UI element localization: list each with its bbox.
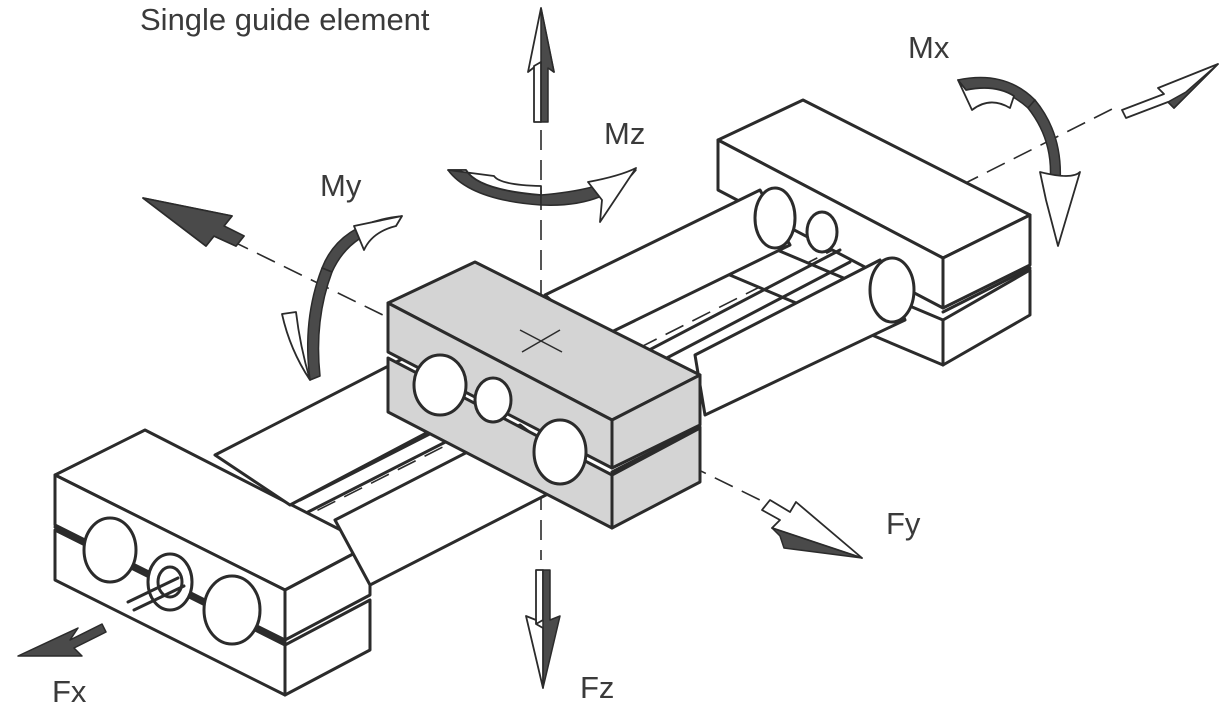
- back-block-seam: [941, 266, 1032, 314]
- front-block-bore-left: [82, 516, 138, 584]
- fx-arrow-head: [17, 623, 107, 657]
- fx-back-arrow: [1121, 63, 1219, 119]
- fx-back-arrow-shade: [1167, 63, 1219, 109]
- carriage-bore-upper: [412, 353, 468, 417]
- front-block-bore-right: [202, 574, 262, 646]
- front-shaft-stub-bottom: [132, 584, 186, 612]
- moment-arrows: [281, 76, 1081, 381]
- fz-up-arrow-shaft: [533, 61, 542, 123]
- fy-front-arrow: [761, 499, 863, 559]
- fx-label: Fx: [52, 674, 87, 706]
- mx-label: Mx: [908, 30, 950, 65]
- back-rods: [543, 186, 916, 417]
- back-shaft-ring: [805, 210, 839, 254]
- mx-arrow-upper-tip: [957, 79, 1015, 111]
- front-block-lower-side: [283, 598, 372, 697]
- mz-label: Mz: [604, 116, 646, 151]
- force-arrows: [17, 7, 1219, 689]
- mx-arrow-lower-tip: [1039, 171, 1081, 247]
- back-shaft-upper: [628, 248, 842, 362]
- back-block-lower-side: [941, 268, 1032, 367]
- back-lower-rod-end: [868, 256, 916, 324]
- my-arrow-lower: [306, 267, 333, 381]
- center-mark-b: [521, 329, 561, 353]
- my-label: My: [320, 168, 362, 203]
- mz-arrow-right: [540, 169, 637, 206]
- back-lower-rod: [693, 258, 907, 417]
- front-shaft-stub-top: [126, 576, 180, 604]
- carriage-seam: [610, 425, 702, 474]
- fz-down-arrow-head-open: [525, 615, 544, 689]
- back-upper-rod-end: [753, 186, 797, 250]
- my-arrow-upper-tip: [353, 215, 403, 251]
- fz-down-arrow-shaft: [535, 569, 544, 625]
- fz-down-arrow-head: [542, 569, 561, 689]
- front-block-side: [283, 543, 372, 642]
- back-block-side: [941, 213, 1032, 310]
- fy-back-arrow-shade: [142, 197, 245, 247]
- fy-label: Fy: [886, 506, 921, 541]
- my-arrow-lower-tip: [281, 311, 311, 381]
- carriage-side: [610, 373, 702, 470]
- back-shaft-lower: [638, 260, 852, 374]
- front-end-block: [53, 428, 372, 697]
- fz-label: Fz: [580, 670, 615, 705]
- diagram-title: Single guide element: [140, 2, 430, 37]
- carriage-bore-lower: [532, 418, 588, 486]
- carriage-bore-shaft: [473, 376, 513, 424]
- carriage: [386, 260, 702, 530]
- mz-arrow-right-tip: [587, 167, 637, 223]
- fz-up-arrow-shade: [540, 7, 555, 123]
- fy-front-arrow-shade: [771, 527, 863, 559]
